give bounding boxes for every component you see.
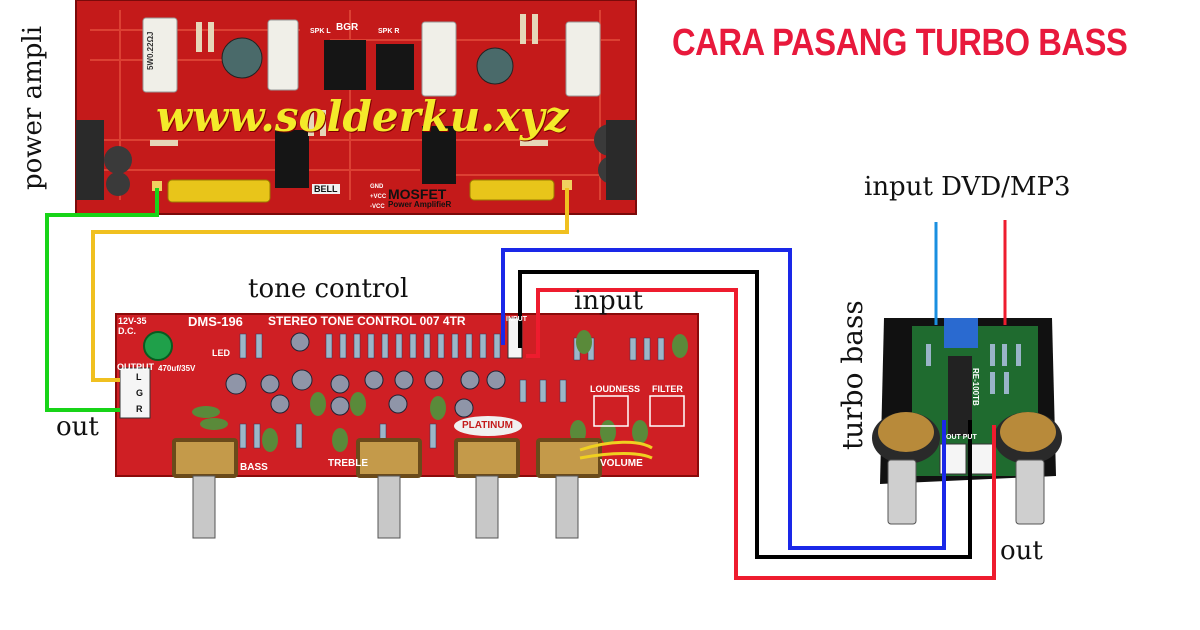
website-watermark[interactable]: www.solderku.xyz: [156, 92, 569, 141]
tone-model: DMS-196: [188, 314, 243, 329]
amp-maker: BELL: [312, 184, 340, 194]
amp-resistor-marking-1: 5W0.22ΩJ: [146, 31, 155, 70]
filter-label: FILTER: [652, 384, 683, 394]
amp-pin-gnd: GND: [370, 184, 384, 190]
volume-knob-label: VOLUME: [600, 458, 643, 469]
turbo-out-caption: out: [1000, 536, 1043, 566]
bass-knob-label: BASS: [240, 462, 268, 473]
turbo-bass-board: [872, 318, 1062, 525]
amp-spk-r: SPK R: [378, 28, 400, 35]
green-wire: [45, 188, 159, 412]
tone-input-label: INPUT: [506, 316, 527, 323]
tone-output-label: OUTPUT: [117, 362, 154, 372]
input-dvd-caption: input DVD/MP3: [864, 172, 1071, 202]
tone-led-label: LED: [212, 348, 230, 358]
tone-cap-label: 470uf/35V: [158, 364, 196, 373]
tone-out-caption: out: [56, 412, 99, 442]
turbo-out-label: OUT PUT: [946, 434, 977, 441]
black-wire: [518, 270, 972, 559]
red-wire: [526, 288, 996, 580]
power-ampli-label: power ampli: [18, 25, 48, 190]
treble-knob-label: TREBLE: [328, 458, 368, 469]
tone-input-caption: input: [574, 286, 643, 316]
amp-pin-nvcc: -VCC: [370, 204, 385, 210]
amp-pin-vcc: +VCC: [370, 194, 387, 200]
turbo-model: RE-100TB: [971, 368, 980, 406]
page-title: CARA PASANG TURBO BASS: [672, 22, 1128, 64]
amp-logo: BGR: [336, 22, 359, 33]
tone-power-label: 12V-35 D.C.: [118, 316, 147, 336]
output-pin-g: G: [136, 388, 144, 398]
blue-wire: [501, 248, 946, 550]
amp-brand: MOSFET: [388, 186, 447, 202]
power-amp-board: [75, 0, 637, 215]
output-pin-r: R: [136, 404, 143, 414]
tone-control-label: tone control: [248, 274, 409, 304]
loudness-label: LOUDNESS: [590, 384, 641, 394]
amp-subtitle: Power AmplifieR: [388, 200, 452, 209]
tone-control-board: [115, 313, 699, 539]
amp-spk-l: SPK L: [310, 28, 331, 35]
output-pin-l: L: [136, 372, 142, 382]
tone-header: STEREO TONE CONTROL 007 4TR: [268, 314, 466, 328]
platinum-badge: PLATINUM: [462, 420, 513, 431]
yellow-wire: [91, 188, 569, 382]
turbo-bass-label: turbo bass: [836, 300, 869, 450]
